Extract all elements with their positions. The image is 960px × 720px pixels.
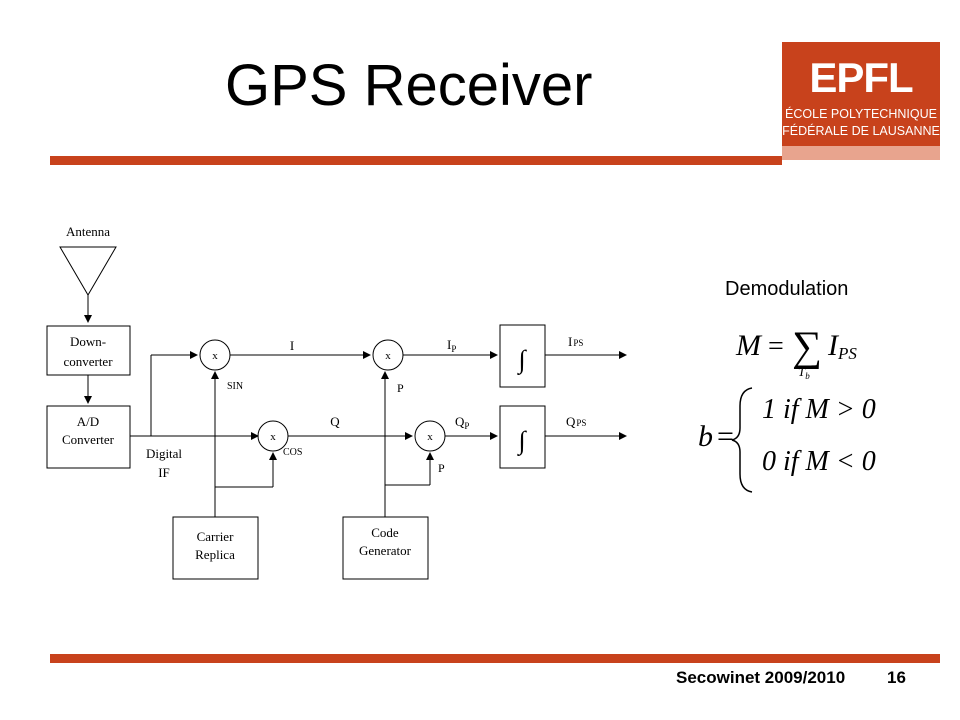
- eq-term: IPS: [827, 329, 857, 363]
- q-label: Q: [330, 414, 340, 429]
- downconverter-label-2: converter: [63, 354, 113, 369]
- eq-sum-sub: Tb: [798, 364, 810, 381]
- cos-label: COS: [283, 447, 302, 458]
- qps-label: QPS: [566, 414, 586, 429]
- page-number: 16: [887, 668, 906, 687]
- demodulation-heading: Demodulation: [725, 278, 849, 300]
- integral-symbol-i: ∫: [516, 345, 527, 375]
- eq-sum: ∑: [792, 324, 822, 370]
- correlator-q-symbol: x: [427, 431, 433, 443]
- integral-symbol-q: ∫: [516, 426, 527, 456]
- footer: Secowinet 2009/2010 16: [676, 668, 906, 688]
- p-label-top: P: [397, 381, 404, 395]
- page-title: GPS Receiver: [225, 53, 593, 118]
- code-label-1: Code: [371, 525, 399, 540]
- eq-m-equals: =: [768, 331, 784, 362]
- antenna-label: Antenna: [66, 224, 110, 239]
- p-label-bottom: P: [438, 461, 445, 475]
- title-divider: [50, 156, 782, 165]
- eq-brace: [731, 387, 753, 493]
- qp-label: QP: [455, 414, 469, 431]
- integrator-q: [499, 405, 546, 469]
- correlator-i-symbol: x: [385, 350, 391, 362]
- integrator-i: [499, 324, 546, 388]
- epfl-logo: EPFL ÉCOLE POLYTECHNIQUE FÉDÉRALE DE LAU…: [782, 42, 940, 160]
- ad-label-1: A/D: [77, 414, 99, 429]
- demodulation-equations: M = ∑ Tb IPS b= 1 if M > 0 0 if M < 0: [698, 324, 876, 493]
- digital-if-label-1: Digital: [146, 446, 182, 461]
- antenna-symbol: [59, 246, 117, 296]
- logo-line-1: ÉCOLE POLYTECHNIQUE: [785, 106, 937, 121]
- eq-b-lhs: b=: [698, 420, 734, 453]
- footer-divider: [50, 654, 940, 663]
- sin-label: SIN: [227, 381, 243, 392]
- downconverter-label-1: Down-: [70, 334, 106, 349]
- digital-if-label-2: IF: [158, 465, 170, 480]
- logo-wordmark: EPFL: [809, 54, 913, 101]
- eq-m-lhs: M: [735, 329, 763, 362]
- ad-label-2: Converter: [62, 432, 115, 447]
- eq-case-1: 1 if M > 0: [762, 394, 876, 425]
- logo-line-2: FÉDÉRALE DE LAUSANNE: [782, 123, 940, 138]
- ad-converter-block: [46, 405, 131, 469]
- ip-label: IP: [447, 337, 456, 354]
- mixer-i-symbol: x: [212, 350, 218, 362]
- carrier-label-1: Carrier: [197, 529, 234, 544]
- carrier-label-2: Replica: [195, 547, 235, 562]
- i-label: I: [290, 338, 294, 353]
- footer-text: Secowinet 2009/2010: [676, 668, 846, 687]
- eq-case-2: 0 if M < 0: [762, 446, 876, 477]
- mixer-q-symbol: x: [270, 431, 276, 443]
- code-label-2: Generator: [359, 543, 412, 558]
- ips-label: IPS: [568, 334, 583, 349]
